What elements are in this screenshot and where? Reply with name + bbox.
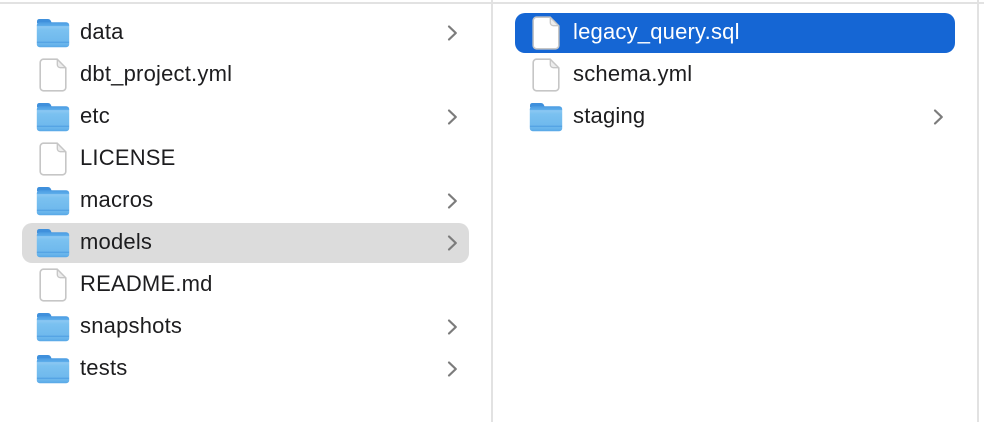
chevron-right-icon [446, 234, 458, 252]
row-tests[interactable]: tests [22, 349, 469, 389]
finder-column-right: legacy_query.sql [493, 0, 977, 422]
column-divider [491, 0, 493, 422]
row-macros[interactable]: macros [22, 181, 469, 221]
row-dbt_project.yml[interactable]: dbt_project.yml [22, 55, 469, 95]
folder-icon [36, 227, 70, 259]
folder-icon [36, 185, 70, 217]
file-name: staging [573, 105, 646, 128]
chevron-right-icon [446, 24, 458, 42]
toolbar-divider [0, 2, 984, 4]
row-models[interactable]: models [22, 223, 469, 263]
file-name: data [80, 21, 124, 44]
file-name: schema.yml [573, 63, 693, 86]
chevron-right-icon [446, 360, 458, 378]
file-name: etc [80, 105, 110, 128]
file-icon [36, 58, 70, 92]
chevron-right-icon [446, 108, 458, 126]
file-icon [36, 268, 70, 302]
folder-icon [36, 101, 70, 133]
folder-icon [36, 17, 70, 49]
file-icon [529, 58, 563, 92]
file-name: dbt_project.yml [80, 63, 233, 86]
file-name: snapshots [80, 315, 183, 338]
row-snapshots[interactable]: snapshots [22, 307, 469, 347]
file-name: tests [80, 357, 128, 380]
file-icon [529, 16, 563, 50]
chevron-right-icon [446, 192, 458, 210]
row-etc[interactable]: etc [22, 97, 469, 137]
column-divider [977, 0, 979, 422]
folder-icon [36, 353, 70, 385]
file-icon [36, 142, 70, 176]
finder-column-left: data [0, 0, 491, 422]
folder-icon [529, 101, 563, 133]
row-schema.yml[interactable]: schema.yml [515, 55, 955, 95]
row-staging[interactable]: staging [515, 97, 955, 137]
file-name: macros [80, 189, 154, 212]
row-data[interactable]: data [22, 13, 469, 53]
file-name: README.md [80, 273, 213, 296]
row-README.md[interactable]: README.md [22, 265, 469, 305]
row-legacy_query.sql[interactable]: legacy_query.sql [515, 13, 955, 53]
folder-icon [36, 311, 70, 343]
chevron-right-icon [932, 108, 944, 126]
empty-column-area [979, 0, 984, 422]
chevron-right-icon [446, 318, 458, 336]
file-name: LICENSE [80, 147, 176, 170]
file-name: models [80, 231, 153, 254]
row-LICENSE[interactable]: LICENSE [22, 139, 469, 179]
file-name: legacy_query.sql [573, 21, 740, 44]
